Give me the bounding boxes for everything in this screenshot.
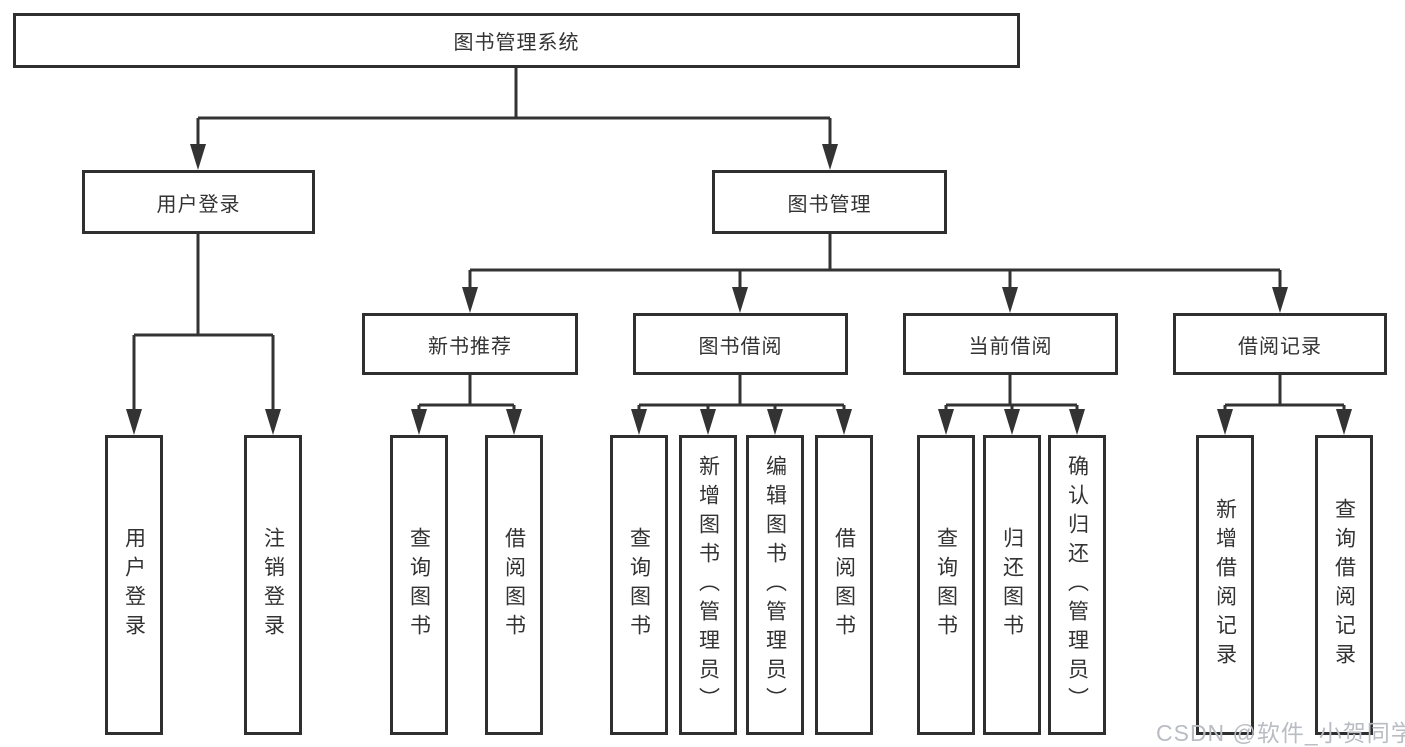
- node-label: 归还图书: [1000, 527, 1024, 643]
- node-current-borrowing: 当前借阅: [903, 313, 1118, 375]
- node-label: 新增借阅记录: [1213, 498, 1237, 672]
- node-leaf-query-books-2: 查询图书: [610, 435, 668, 735]
- node-label: 查询借阅记录: [1332, 498, 1356, 672]
- node-leaf-borrow-books-1: 借阅图书: [485, 435, 543, 735]
- node-label: 图书管理系统: [453, 32, 580, 54]
- node-leaf-user-login: 用户登录: [105, 435, 163, 735]
- node-label: 确认归还（管理员）: [1065, 454, 1089, 716]
- node-label: 图书管理: [787, 193, 872, 216]
- node-label: 查询图书: [407, 527, 431, 643]
- arrowheads-path: [126, 144, 1352, 435]
- node-new-book-recommend: 新书推荐: [362, 313, 578, 375]
- node-label: 用户登录: [156, 193, 241, 216]
- node-book-management: 图书管理: [712, 170, 947, 234]
- node-leaf-add-borrow-record: 新增借阅记录: [1196, 435, 1254, 735]
- node-leaf-query-borrow-record: 查询借阅记录: [1315, 435, 1373, 735]
- node-leaf-query-books-1: 查询图书: [390, 435, 448, 735]
- node-label: 图书借阅: [698, 335, 783, 358]
- node-label: 新书推荐: [428, 335, 512, 358]
- node-leaf-return-books: 归还图书: [983, 435, 1041, 735]
- node-leaf-confirm-return-admin: 确认归还（管理员）: [1048, 435, 1106, 735]
- node-label: 注销登录: [261, 527, 285, 643]
- node-label: 编辑图书（管理员）: [763, 454, 787, 716]
- node-leaf-edit-books-admin: 编辑图书（管理员）: [746, 435, 804, 735]
- node-label: 当前借阅: [968, 335, 1053, 358]
- node-label: 查询图书: [627, 527, 651, 643]
- node-user-login: 用户登录: [82, 170, 315, 234]
- node-label: 借阅记录: [1238, 335, 1322, 358]
- node-label: 用户登录: [122, 527, 146, 643]
- node-leaf-logout: 注销登录: [244, 435, 302, 735]
- node-borrowing-records: 借阅记录: [1173, 313, 1387, 375]
- csdn-watermark: CSDN @软件_小贺同学: [1156, 720, 1405, 746]
- node-label: 借阅图书: [502, 527, 526, 643]
- node-label: 借阅图书: [832, 527, 856, 643]
- node-leaf-add-books-admin: 新增图书（管理员）: [679, 435, 737, 735]
- node-leaf-query-books-3: 查询图书: [917, 435, 975, 735]
- node-leaf-borrow-books-2: 借阅图书: [815, 435, 873, 735]
- node-label: 查询图书: [934, 527, 958, 643]
- node-book-borrowing: 图书借阅: [633, 313, 848, 375]
- node-label: 新增图书（管理员）: [696, 454, 720, 716]
- node-library-system: 图书管理系统: [13, 13, 1020, 68]
